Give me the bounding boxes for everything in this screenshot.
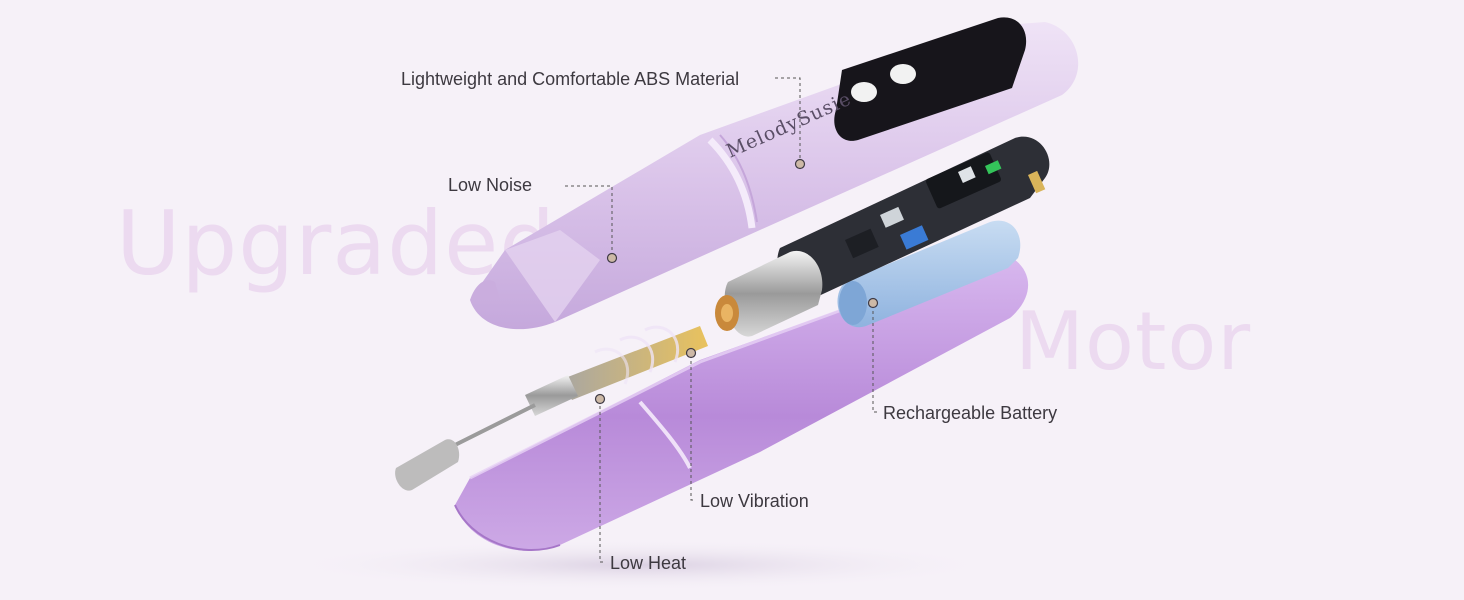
low-noise-dot — [606, 252, 618, 264]
control-panel — [834, 17, 1027, 141]
floor-shadow — [280, 539, 1000, 591]
low-vibration-dot — [685, 347, 697, 359]
motor — [715, 250, 823, 337]
background-word-upgraded: Upgraded — [116, 192, 557, 295]
callout-abs-material: Lightweight and Comfortable ABS Material — [401, 69, 740, 89]
abs-material-dot — [794, 158, 806, 170]
callout-low-vibration: Low Vibration — [700, 491, 809, 511]
speed-button-icon — [890, 64, 916, 84]
drill-bit — [395, 375, 578, 491]
battery — [837, 220, 1021, 328]
callout-low-noise: Low Noise — [448, 175, 533, 195]
callout-leaders — [565, 77, 878, 563]
background-word-motor: Motor — [1015, 295, 1252, 388]
callout-rechargeable-battery: Rechargeable Battery — [883, 403, 1058, 423]
callout-low-heat: Low Heat — [610, 553, 687, 573]
power-button-icon — [851, 82, 877, 102]
callout-dots — [594, 158, 879, 405]
spring-shaft — [560, 325, 708, 400]
low-heat-dot — [594, 393, 606, 405]
circuit-board — [777, 136, 1050, 301]
battery-dot — [867, 297, 879, 309]
